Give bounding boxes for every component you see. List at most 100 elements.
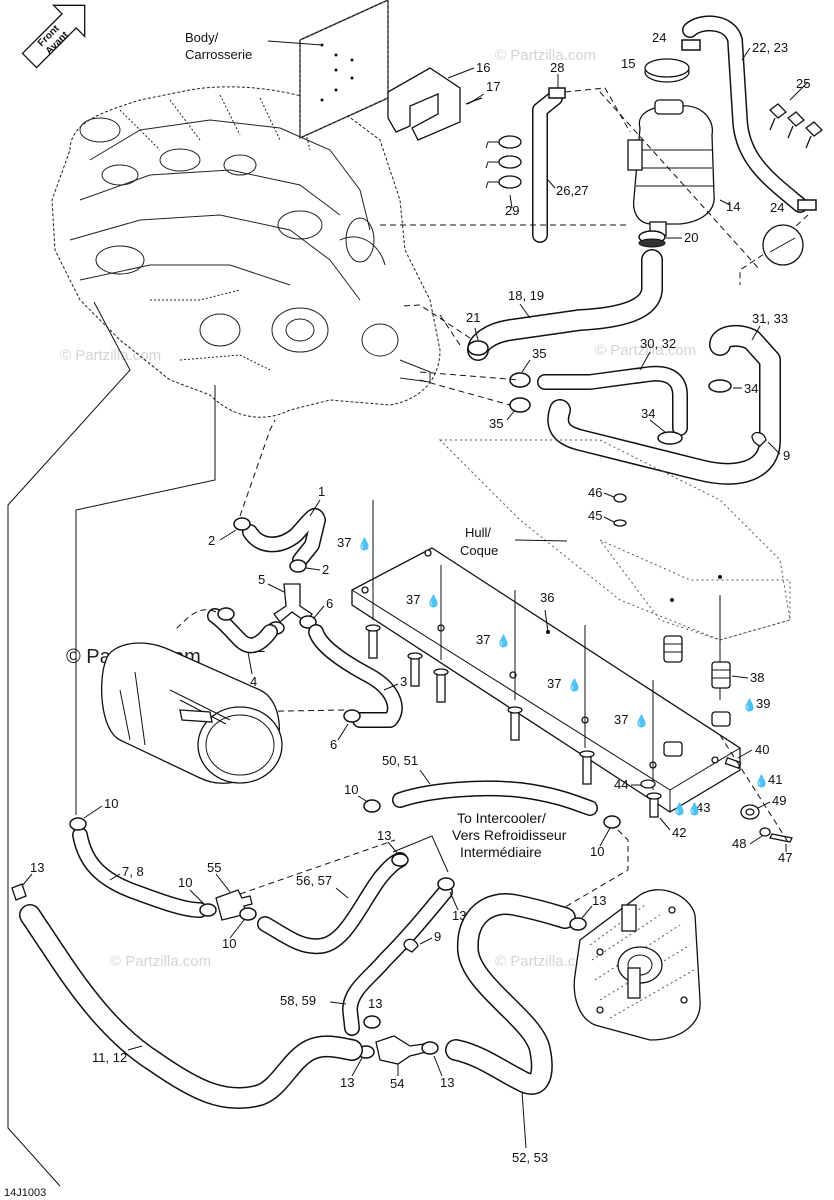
hose-58-59: 13 58, 59 13 bbox=[280, 877, 466, 1036]
watermark: © Partzilla.com bbox=[495, 47, 596, 64]
callout-20: 20 bbox=[684, 230, 698, 245]
intercooler-label: To Intercooler/ Vers Refroidisseur Inter… bbox=[392, 810, 567, 873]
callout-6b: 6 bbox=[330, 737, 337, 752]
callout-34a: 34 bbox=[744, 381, 758, 396]
callout-10e: 10 bbox=[590, 844, 604, 859]
fasteners-40-41-47-48-49: 40 41 💧 49 48 47 bbox=[719, 734, 793, 865]
callout-13d: 13 bbox=[340, 1075, 354, 1090]
callout-30-32: 30, 32 bbox=[640, 336, 676, 351]
callout-13c: 13 bbox=[368, 996, 382, 1011]
callout-48: 48 bbox=[732, 836, 746, 851]
callout-16: 16 bbox=[476, 60, 490, 75]
callout-10b: 10 bbox=[178, 875, 192, 890]
drop-icon: 💧💧 bbox=[672, 802, 702, 816]
callout-50-51: 50, 51 bbox=[382, 753, 418, 768]
hose-3: 3 6 bbox=[229, 624, 407, 752]
callout-4: 4 bbox=[250, 674, 257, 689]
callout-52-53: 52, 53 bbox=[512, 1150, 548, 1165]
hose-50-51: 10 50, 51 10 bbox=[344, 753, 629, 911]
callout-10d: 10 bbox=[344, 782, 358, 797]
callout-13a: 13 bbox=[377, 828, 391, 843]
callout-39: 39 bbox=[756, 696, 770, 711]
callout-37b: 37 bbox=[406, 592, 420, 607]
callout-22-23: 22, 23 bbox=[752, 40, 788, 55]
hose-26-27: 28 26,27 bbox=[532, 60, 631, 243]
drop-icon: 💧 bbox=[357, 537, 372, 551]
muffler bbox=[101, 642, 283, 784]
callout-9b: 9 bbox=[434, 929, 441, 944]
engine-illustration bbox=[51, 86, 441, 418]
callout-41: 41 bbox=[768, 772, 782, 787]
hose-1: 2 1 2 bbox=[208, 419, 329, 577]
callout-11-12: 11, 12 bbox=[92, 1050, 127, 1065]
watermark: © Partzilla.com bbox=[595, 342, 696, 359]
body-label-fr: Carrosserie bbox=[185, 47, 252, 62]
fitting-55: 55 10 bbox=[207, 839, 396, 951]
callout-14: 14 bbox=[726, 199, 740, 214]
heat-exchanger bbox=[573, 889, 701, 1041]
callout-54: 54 bbox=[390, 1076, 404, 1091]
callout-37c: 37 bbox=[476, 632, 490, 647]
figure-code: 14J1003 bbox=[4, 1187, 46, 1199]
callout-49: 49 bbox=[772, 793, 786, 808]
hose-52-53: 52, 53 13 bbox=[445, 893, 606, 1165]
callout-55: 55 bbox=[207, 860, 221, 875]
arrow-icon bbox=[21, 4, 86, 69]
hull-label: Hull/ bbox=[465, 525, 491, 540]
hull-outline: Hull/ Coque bbox=[438, 439, 791, 641]
callout-10c: 10 bbox=[222, 936, 236, 951]
callout-35b: 35 bbox=[489, 416, 503, 431]
callout-5: 5 bbox=[258, 572, 265, 587]
callout-35a: 35 bbox=[532, 346, 546, 361]
y-fitting-54: 54 13 13 bbox=[340, 1035, 454, 1091]
clamps-25: 25 bbox=[769, 76, 823, 149]
callout-28: 28 bbox=[550, 60, 564, 75]
callout-56-57: 56, 57 bbox=[296, 873, 332, 888]
callout-21: 21 bbox=[466, 310, 480, 325]
callout-6a: 6 bbox=[326, 596, 333, 611]
body-panel: Body/ Carrosserie bbox=[185, 0, 389, 140]
hose-30-32: 35 35 30, 32 34 bbox=[419, 336, 688, 445]
callout-44: 44 bbox=[614, 777, 628, 792]
intercooler-label-fr1: Vers Refroidisseur bbox=[452, 827, 567, 843]
screws-37: 37 💧 37 💧 37 💧 37 💧 37 💧 bbox=[337, 535, 649, 785]
callout-31-33: 31, 33 bbox=[752, 311, 788, 326]
callout-10a: 10 bbox=[104, 796, 118, 811]
front-direction-arrow: Front Avant bbox=[21, 4, 86, 69]
callout-34b: 34 bbox=[641, 406, 655, 421]
callout-42: 42 bbox=[672, 825, 686, 840]
drop-icon: 💧 bbox=[754, 774, 769, 788]
bushings-38: 38 39 💧 bbox=[663, 635, 770, 757]
hose-31-33: 34 31, 33 bbox=[547, 311, 788, 485]
clip-9-lower: 9 bbox=[403, 929, 441, 953]
drop-icon: 💧 bbox=[496, 634, 511, 648]
hose-56-57: 13 56, 57 bbox=[257, 828, 409, 955]
callout-43: 43 bbox=[696, 800, 710, 815]
washers-44-46: 46 45 44 42 43 💧💧 bbox=[588, 485, 710, 840]
callout-18-19: 18, 19 bbox=[508, 288, 544, 303]
callout-26-27: 26,27 bbox=[556, 183, 589, 198]
clip-9-upper: 9 bbox=[751, 431, 790, 463]
hose-7-8: 10 7, 8 10 bbox=[69, 796, 217, 918]
callout-29: 29 bbox=[505, 203, 519, 218]
callout-15: 15 bbox=[621, 56, 635, 71]
watermark: © Partzilla.com bbox=[110, 953, 211, 970]
callout-13e: 13 bbox=[440, 1075, 454, 1090]
hose-4: 4 bbox=[174, 607, 278, 689]
hull-label-fr: Coque bbox=[460, 543, 498, 558]
callout-58-59: 58, 59 bbox=[280, 993, 316, 1008]
hose-18-19: 20 21 18, 19 bbox=[380, 91, 761, 361]
watermark: © Partzilla.com bbox=[60, 347, 161, 364]
callout-13g: 13 bbox=[592, 893, 606, 908]
drop-icon: 💧 bbox=[567, 678, 582, 692]
callout-36: 36 bbox=[540, 590, 554, 605]
callout-37e: 37 bbox=[614, 712, 628, 727]
callout-46: 46 bbox=[588, 485, 602, 500]
callout-13f: 13 bbox=[30, 860, 44, 875]
coolant-tank: 14 15 bbox=[621, 56, 740, 237]
callout-24b: 24 bbox=[770, 200, 784, 215]
clamp-13-left bbox=[11, 883, 27, 901]
watermark: © Partzilla.com bbox=[495, 953, 596, 970]
callout-38: 38 bbox=[750, 670, 764, 685]
